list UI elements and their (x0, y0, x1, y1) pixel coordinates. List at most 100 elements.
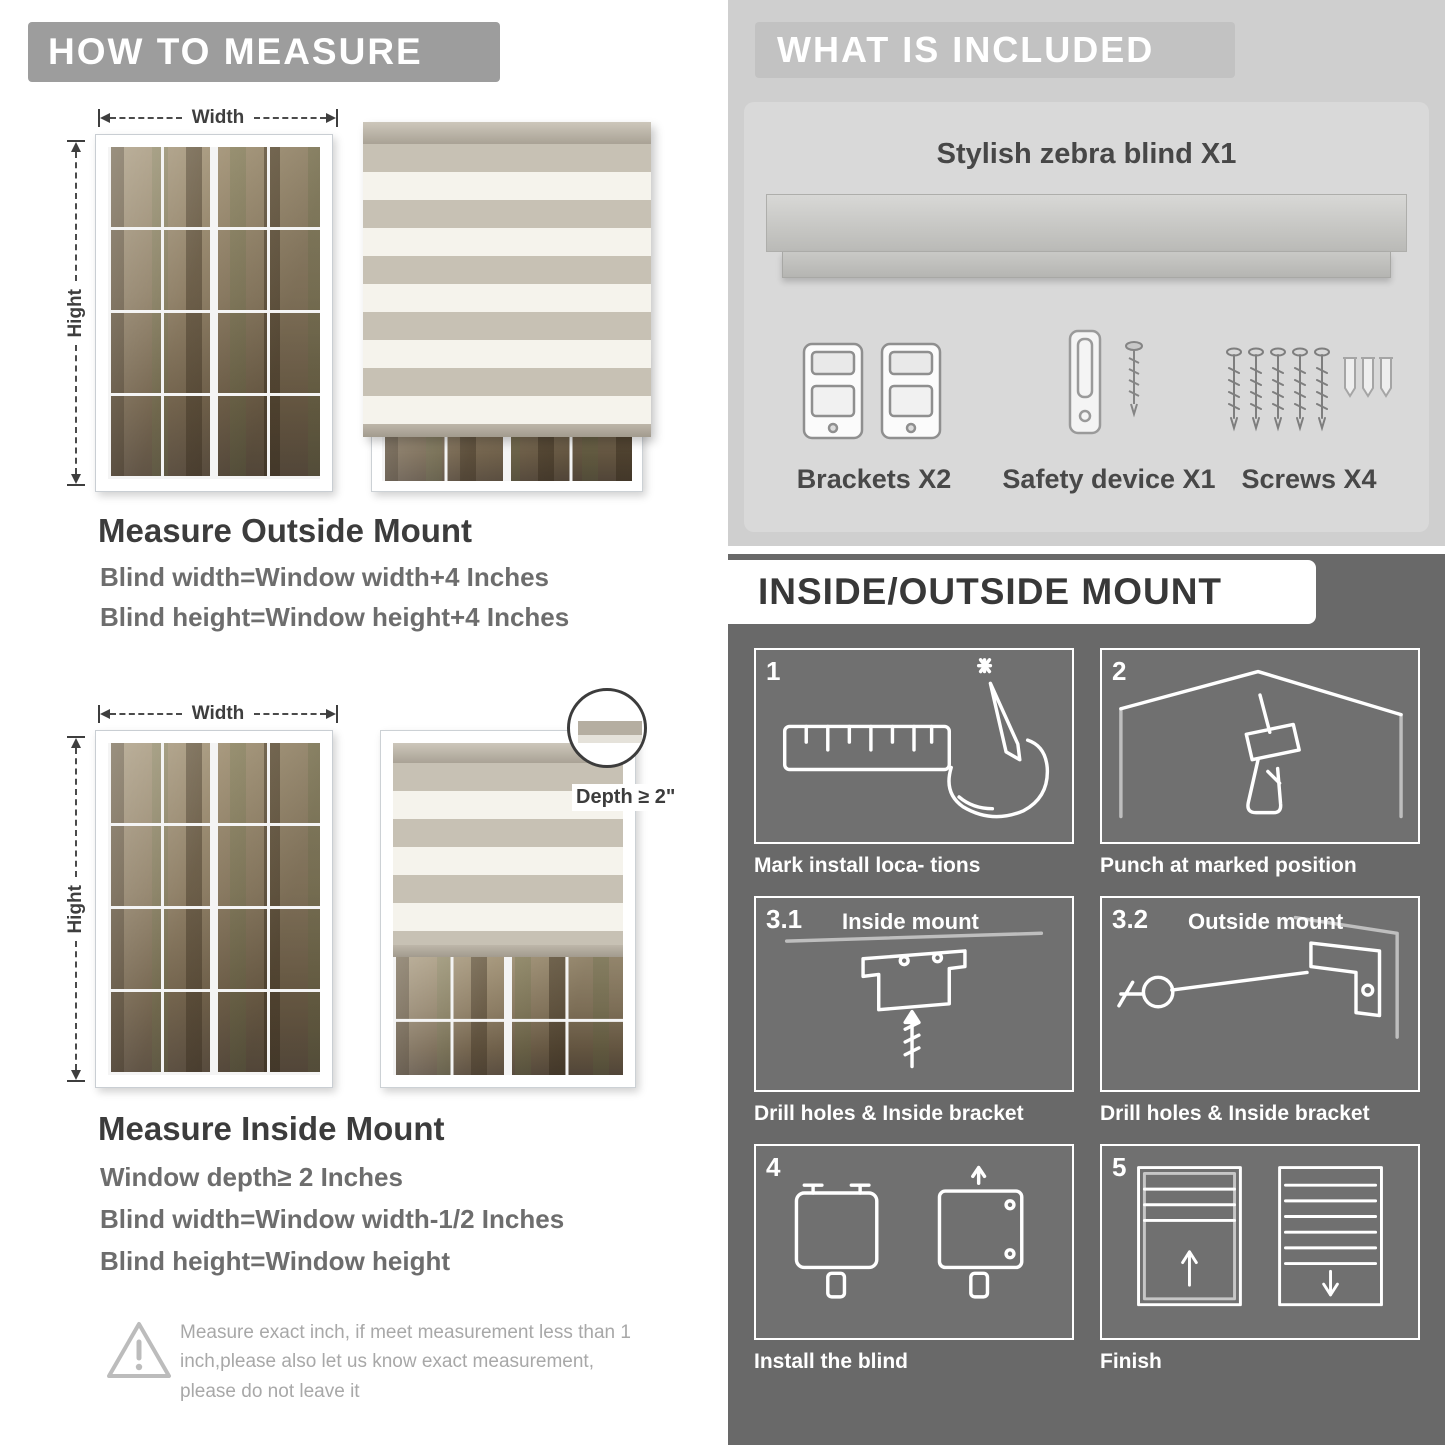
height-measure-arrow: Hight (64, 736, 88, 1083)
step-panel: 4 (754, 1144, 1074, 1340)
arrow-dash (75, 152, 77, 281)
callout-cassette-detail (578, 721, 642, 735)
arrow-dash (75, 345, 77, 475)
inside-formula-height: Blind height=Window height (100, 1246, 450, 1276)
step-number: 1 (766, 656, 781, 686)
arrow-dash (75, 941, 77, 1071)
step-inside-mount-bracket: 3.1 Inside mount Dri (754, 896, 1074, 1130)
arrow-tick (67, 484, 85, 487)
window-glass (108, 743, 320, 1075)
inside-formula-depth: Window depth≥ 2 Inches (100, 1162, 403, 1192)
arrow-tick (336, 109, 338, 127)
step-panel: 1 (754, 648, 1074, 844)
arrow-tick (336, 705, 338, 723)
how-to-measure-title: HOW TO MEASURE (48, 31, 423, 72)
arrow-dash (254, 117, 326, 119)
what-is-included-section: WHAT IS INCLUDED Stylish zebra blind X1 (728, 0, 1445, 546)
zebra-blind-count-label: Stylish zebra blind X1 (936, 138, 1237, 170)
how-to-measure-banner: HOW TO MEASURE (28, 22, 500, 82)
blind-cassette (363, 122, 651, 144)
arrow-head (71, 142, 81, 152)
screws-icon (1226, 347, 1394, 429)
install-blind-icon (794, 1165, 1024, 1299)
outside-formula-height: Blind height=Window height+4 Inches (100, 602, 570, 632)
arrow-tick (67, 736, 85, 738)
outside-formula-width: Blind width=Window width+4 Inches (100, 562, 549, 592)
step-panel: 3.2 Outside mount (1100, 896, 1420, 1092)
arrow-tick (67, 1080, 85, 1083)
step-mark-locations: 1 (754, 648, 1074, 882)
blind-bottom-rail (363, 424, 651, 437)
depth-detail-callout (567, 688, 647, 768)
width-label: Width (191, 107, 245, 128)
step-sublabel: Outside mount (1188, 909, 1344, 934)
height-label: Hight (65, 288, 86, 338)
mount-instructions-banner: INSIDE/OUTSIDE MOUNT (728, 560, 1316, 624)
step-caption: Punch at marked position (1100, 854, 1357, 877)
safety-device-icon (1068, 329, 1143, 435)
installation-steps-grid: 1 (754, 648, 1420, 1392)
outside-mount-heading: Measure Outside Mount (98, 512, 473, 549)
step-caption: Drill holes & Inside bracket (754, 1102, 1024, 1125)
outside-mount-blind-illustration (363, 122, 651, 492)
depth-requirement-label: Depth ≥ 2" (572, 784, 680, 811)
arrow-dash (110, 117, 182, 119)
measure-mark-icon (782, 658, 1049, 819)
window-illustration (95, 730, 333, 1088)
blind-stripes (363, 144, 651, 424)
step-number: 5 (1112, 1152, 1127, 1182)
step-number: 2 (1112, 656, 1127, 686)
inside-formula-width: Blind width=Window width-1/2 Inches (100, 1204, 565, 1234)
how-to-measure-section: HOW TO MEASURE Width Hight (28, 22, 680, 1402)
included-items-panel: Stylish zebra blind X1 (744, 102, 1429, 532)
blind-headrail-illustration (766, 194, 1407, 278)
blind-cassette (393, 743, 623, 763)
zebra-blind-illustration (363, 122, 651, 437)
arrow-dash (254, 713, 326, 715)
height-label: Hight (65, 884, 86, 934)
step-number: 3.1 (766, 904, 803, 934)
what-is-included-banner: WHAT IS INCLUDED (755, 22, 1235, 78)
screws-count-label: Screws X4 (1241, 464, 1377, 494)
headrail-lip (782, 252, 1391, 278)
arrow-tick (98, 705, 100, 723)
step-caption: Finish (1100, 1350, 1162, 1373)
window-illustration (95, 134, 333, 492)
measurement-warning-text: Measure exact inch, if meet measurement … (180, 1322, 631, 1402)
what-is-included-title: WHAT IS INCLUDED (777, 29, 1155, 70)
safety-device-count-label: Safety device X1 (1002, 464, 1216, 494)
width-label: Width (191, 703, 245, 724)
step-panel: 5 (1100, 1144, 1420, 1340)
arrow-tick (67, 140, 85, 142)
warning-icon (107, 1322, 171, 1378)
step-install-blind: 4 (754, 1144, 1074, 1378)
window-glass (393, 957, 623, 1075)
blind-bottom-rail (393, 945, 623, 957)
step-number: 4 (766, 1152, 781, 1182)
brackets-icon (802, 342, 942, 440)
step-sublabel: Inside mount (842, 909, 979, 934)
headrail-top (766, 194, 1407, 252)
arrow-tick (98, 109, 100, 127)
arrow-head (71, 738, 81, 748)
brackets-count-label: Brackets X2 (796, 464, 952, 494)
height-measure-arrow: Hight (64, 140, 88, 487)
arrow-head (100, 113, 110, 123)
drill-icon (1119, 669, 1403, 819)
width-measure-arrow: Width (98, 702, 338, 726)
width-measure-arrow: Width (98, 106, 338, 130)
inside-mount-heading: Measure Inside Mount (98, 1110, 445, 1147)
mount-instructions-title: INSIDE/OUTSIDE MOUNT (758, 571, 1223, 612)
arrow-head (71, 1070, 81, 1081)
window-glass (108, 147, 320, 479)
step-punch-position: 2 Punch at marked position (1100, 648, 1420, 882)
mount-instructions-section: INSIDE/OUTSIDE MOUNT 1 (728, 554, 1445, 1445)
step-outside-mount-bracket: 3.2 Outside mount Drill holes & In (1100, 896, 1420, 1130)
finish-icon (1137, 1166, 1383, 1307)
step-finish: 5 Finish (1100, 1144, 1420, 1378)
inside-bracket-icon (784, 931, 1044, 1069)
step-caption: Mark install loca- tions (754, 854, 981, 877)
step-panel: 2 (1100, 648, 1420, 844)
step-caption: Drill holes & Inside bracket (1100, 1102, 1370, 1125)
